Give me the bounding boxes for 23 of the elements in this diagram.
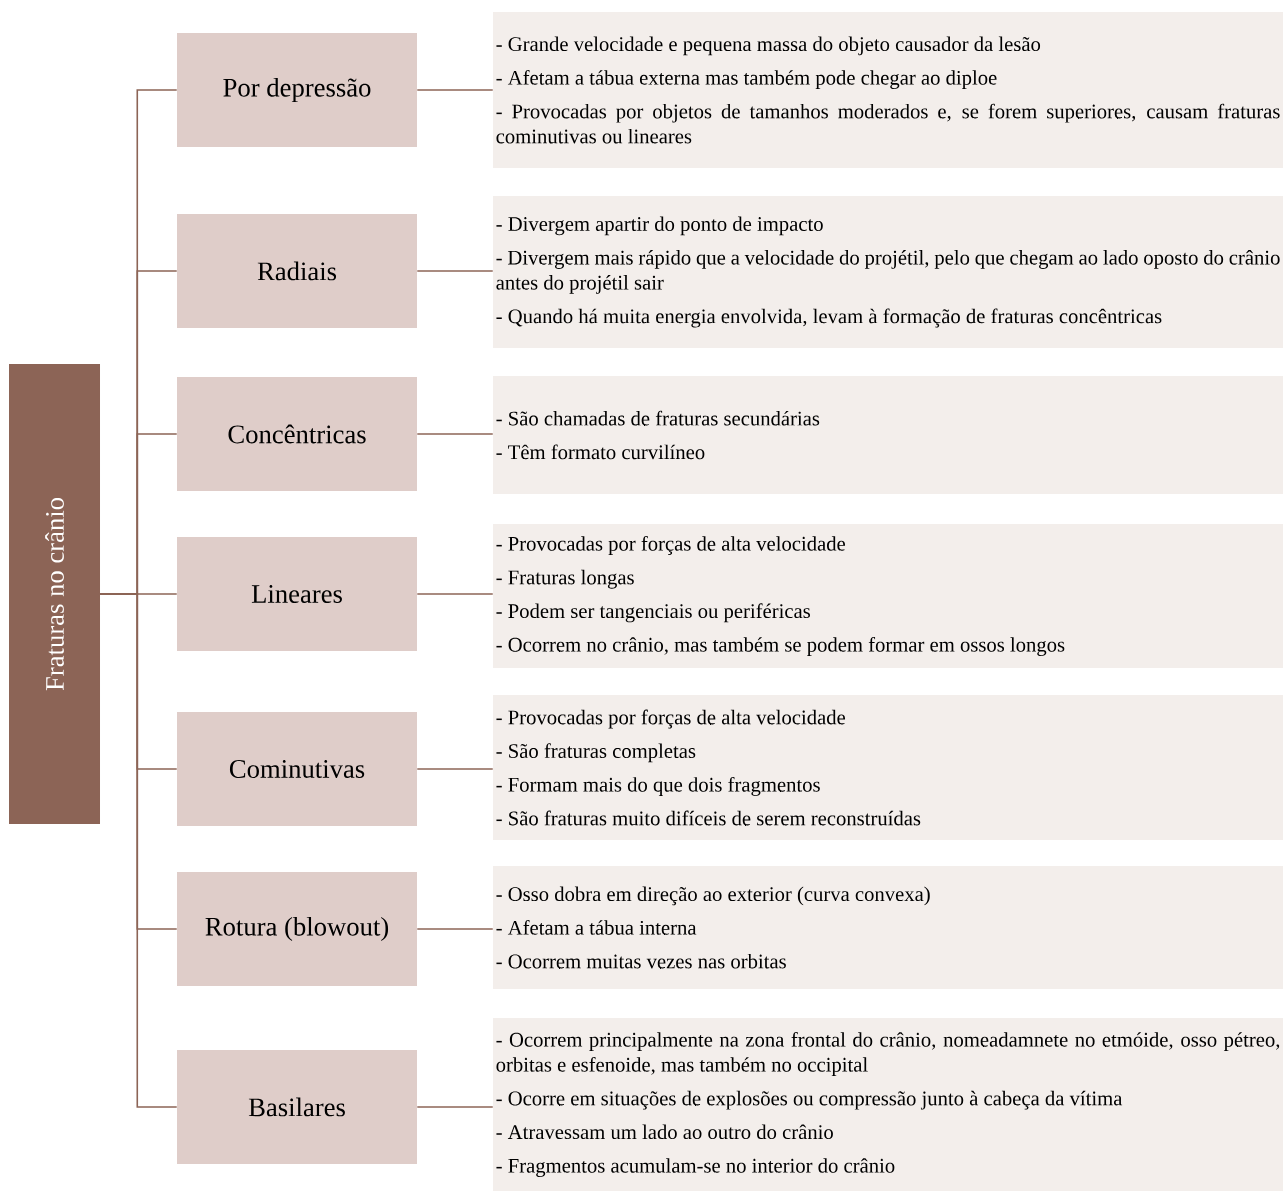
description-box: - Osso dobra em direção ao exterior (curva convexa) - Afetam a tábua interna - Ocorrem muitas vezes nas orbitas bbox=[493, 866, 1283, 989]
category-box: Lineares bbox=[177, 537, 417, 651]
connector-line bbox=[416, 433, 494, 435]
root-box: Fraturas no crânio bbox=[9, 364, 100, 824]
category-box: Concêntricas bbox=[177, 377, 417, 491]
category-box: Basilares bbox=[177, 1050, 417, 1164]
connector-line bbox=[416, 1106, 494, 1108]
description-box: - Grande velocidade e pequena massa do objeto causador da lesão - Afetam a tábua externa mas também pode chegar ao diploe - Provocadas por objetos de tamanhos moderados e, se forem superiores, causam fraturas cominutivas ou lineares bbox=[493, 12, 1283, 168]
category-box: Radiais bbox=[177, 214, 417, 328]
connector-line bbox=[416, 89, 494, 91]
category-box: Rotura (blowout) bbox=[177, 872, 417, 986]
description-box: - Divergem apartir do ponto de impacto - Divergem mais rápido que a velocidade do projétil, pelo que chegam ao lado oposto do crânio antes do projétil sair - Quando há muita energia envolvida, levam à formação de fraturas concêntricas bbox=[493, 196, 1283, 348]
description-box: - Provocadas por forças de alta velocidade - Fraturas longas - Podem ser tangenciais ou periféricas - Ocorrem no crânio, mas também se podem formar em ossos longos bbox=[493, 524, 1283, 668]
category-box: Por depressão bbox=[177, 33, 417, 147]
category-box: Cominutivas bbox=[177, 712, 417, 826]
description-box: - São chamadas de fraturas secundárias - Têm formato curvilíneo bbox=[493, 376, 1283, 494]
description-box: - Provocadas por forças de alta velocidade - São fraturas completas - Formam mais do que dois fragmentos - São fraturas muito difíceis de serem reconstruídas bbox=[493, 695, 1283, 840]
connector-line bbox=[416, 768, 494, 770]
connector-line bbox=[416, 270, 494, 272]
connector-line bbox=[99, 593, 178, 1108]
connector-line bbox=[416, 593, 494, 595]
description-box: - Ocorrem principalmente na zona frontal do crânio, nomeadamnete no etmóide, osso pétreo, orbitas e esfenoide, mas também no occipital - Ocorre em situações de explosões ou compressão junto à cabeça da vítima - Atravessam um lado ao outro do crânio - Fragmentos acumulam-se no interior do crânio bbox=[493, 1018, 1283, 1191]
connector-line bbox=[416, 928, 494, 930]
